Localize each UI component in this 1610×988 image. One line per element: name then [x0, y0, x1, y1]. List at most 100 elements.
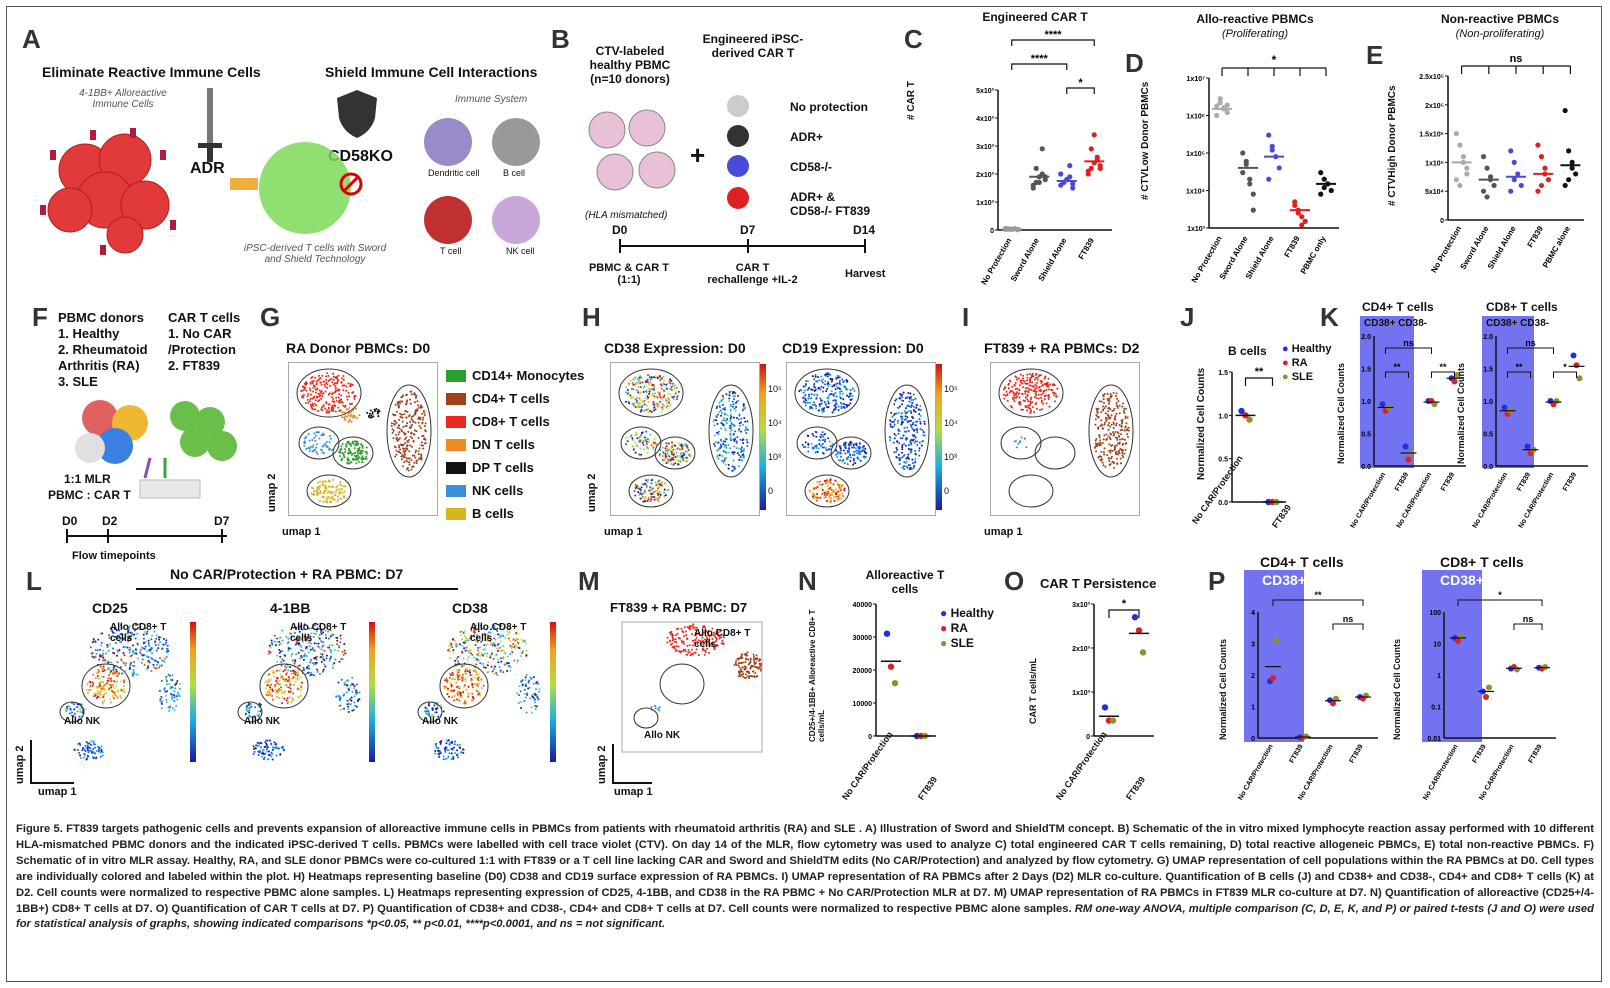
data-point — [1508, 188, 1514, 194]
umap-point — [1028, 404, 1031, 407]
umap-point — [70, 702, 73, 705]
umap-point — [358, 691, 361, 694]
umap-point — [452, 651, 455, 654]
umap-point — [641, 483, 644, 486]
umap-point — [725, 393, 728, 396]
umap-point — [113, 680, 116, 683]
umap-point — [663, 488, 666, 491]
umap-point — [112, 691, 115, 694]
umap-point — [670, 388, 673, 391]
umap-point — [277, 688, 280, 691]
umap-point — [89, 646, 92, 649]
umap-point — [1101, 424, 1104, 427]
data-point — [1542, 165, 1548, 171]
umap-point — [120, 689, 123, 692]
umap-point — [630, 387, 633, 390]
umap-point — [142, 633, 145, 636]
umap-point — [685, 456, 688, 459]
umap-point — [249, 715, 252, 718]
umap-point — [820, 407, 823, 410]
umap-point — [487, 661, 490, 664]
umap-point — [473, 630, 476, 633]
umap-point — [916, 431, 919, 434]
umap-point — [913, 428, 916, 431]
umap-point — [499, 670, 502, 673]
umap-point — [1100, 458, 1103, 461]
umap-point — [291, 677, 294, 680]
umap-point — [133, 660, 136, 663]
umap-point — [836, 387, 839, 390]
umap-point — [645, 430, 648, 433]
umap-point — [457, 676, 460, 679]
umap-point — [312, 380, 315, 383]
umap-point — [421, 422, 424, 425]
umap-point — [148, 661, 151, 664]
umap-point — [631, 438, 634, 441]
umap-point — [414, 449, 417, 452]
umap-point — [471, 692, 474, 695]
umap-point — [639, 488, 642, 491]
umap-point — [1095, 407, 1098, 410]
umap-point — [826, 484, 829, 487]
umap-point — [1122, 409, 1125, 412]
umap-point — [661, 406, 664, 409]
umap-point — [819, 388, 822, 391]
umap-point — [641, 441, 644, 444]
umap-point — [644, 482, 647, 485]
umap-point — [1102, 451, 1105, 454]
umap-point — [450, 683, 453, 686]
umap-point — [532, 696, 535, 699]
umap-point — [901, 456, 904, 459]
umap-point — [678, 455, 681, 458]
umap-point — [282, 678, 285, 681]
data-point — [1214, 112, 1220, 119]
umap-point — [1112, 426, 1115, 429]
umap-point — [658, 374, 661, 377]
umap-point — [669, 450, 672, 453]
data-point — [1553, 398, 1560, 404]
umap-point — [815, 380, 818, 383]
flow-timeline-axis — [66, 529, 227, 543]
umap-point — [849, 394, 852, 397]
umap-point — [815, 444, 818, 447]
umap-point — [377, 408, 380, 411]
umap-point — [341, 457, 344, 460]
umap-point — [843, 489, 846, 492]
umap-point — [911, 423, 914, 426]
umap-point — [468, 651, 471, 654]
umap-h-cd19 — [786, 362, 936, 516]
umap-point — [493, 627, 496, 630]
umap-point — [500, 660, 503, 663]
umap-point — [524, 696, 527, 699]
umap-point — [722, 440, 725, 443]
umap-point — [731, 451, 734, 454]
umap-point — [65, 705, 68, 708]
umap-point — [1047, 377, 1050, 380]
umap-point — [463, 699, 466, 702]
umap-point — [708, 651, 711, 654]
umap-point — [1102, 438, 1105, 441]
umap-point — [664, 456, 667, 459]
umap-point — [464, 678, 467, 681]
umap-point — [91, 681, 94, 684]
umap-point — [910, 399, 913, 402]
umap-point — [436, 747, 439, 750]
umap-point — [652, 388, 655, 391]
umap-point — [840, 452, 843, 455]
umap-point — [718, 454, 721, 457]
data-point — [1247, 176, 1253, 182]
umap-point — [116, 673, 119, 676]
umap-point — [269, 688, 272, 691]
umap-point — [178, 695, 181, 698]
umap-point — [308, 450, 311, 453]
umap-point — [1098, 400, 1101, 403]
cluster-outline — [306, 474, 352, 508]
umap-point — [326, 501, 329, 504]
umap-point — [357, 457, 360, 460]
umap-point — [279, 642, 282, 645]
umap-point — [733, 398, 736, 401]
umap-point — [299, 694, 302, 697]
umap-point — [96, 672, 99, 675]
umap-point — [1107, 417, 1110, 420]
